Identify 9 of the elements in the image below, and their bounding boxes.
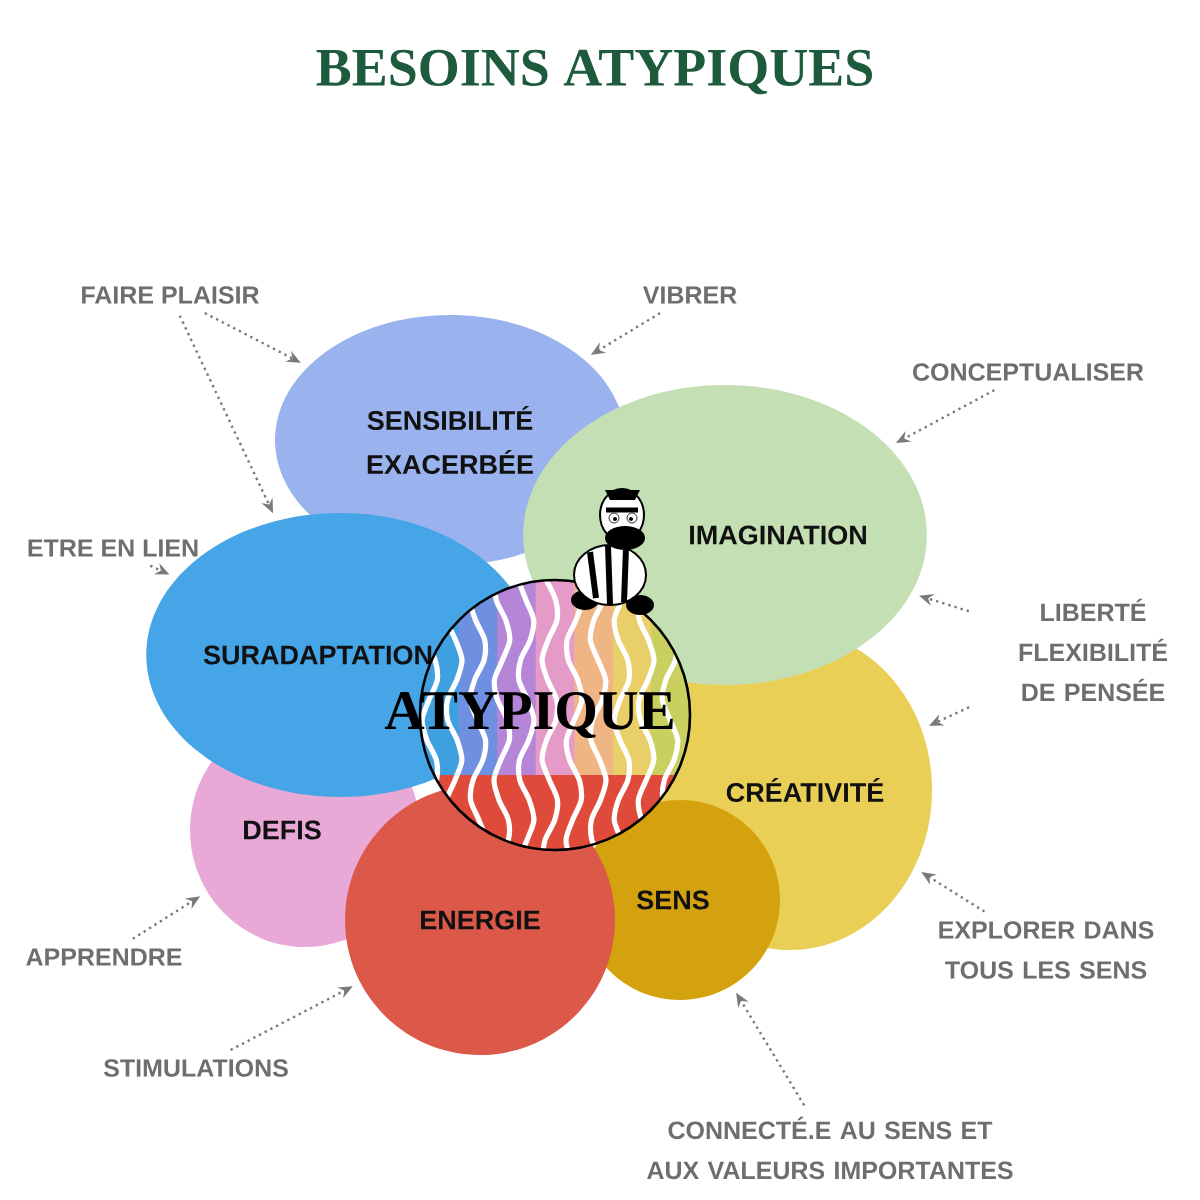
annotation-text: EXPLORER DANS TOUS LES SENS	[939, 921, 1154, 979]
annotation-text: FAIRE PLAISIR	[82, 286, 260, 304]
annotation-text: CONNECTÉ.E AU SENS ET AUX VALEURS IMPORTANTES	[647, 1116, 1013, 1180]
annotation-text: CONCEPTUALISER	[913, 363, 1144, 381]
annotation-text: LIBERTÉ FLEXIBILITÉ DE PENSÉE	[1019, 598, 1168, 702]
annotation-text: STIMULATIONS	[103, 1059, 288, 1077]
title: BESOINS ATYPIQUES	[316, 49, 873, 95]
annotation-text: APPRENDRE	[26, 948, 182, 966]
annotation-text: VIBRER	[642, 286, 737, 304]
